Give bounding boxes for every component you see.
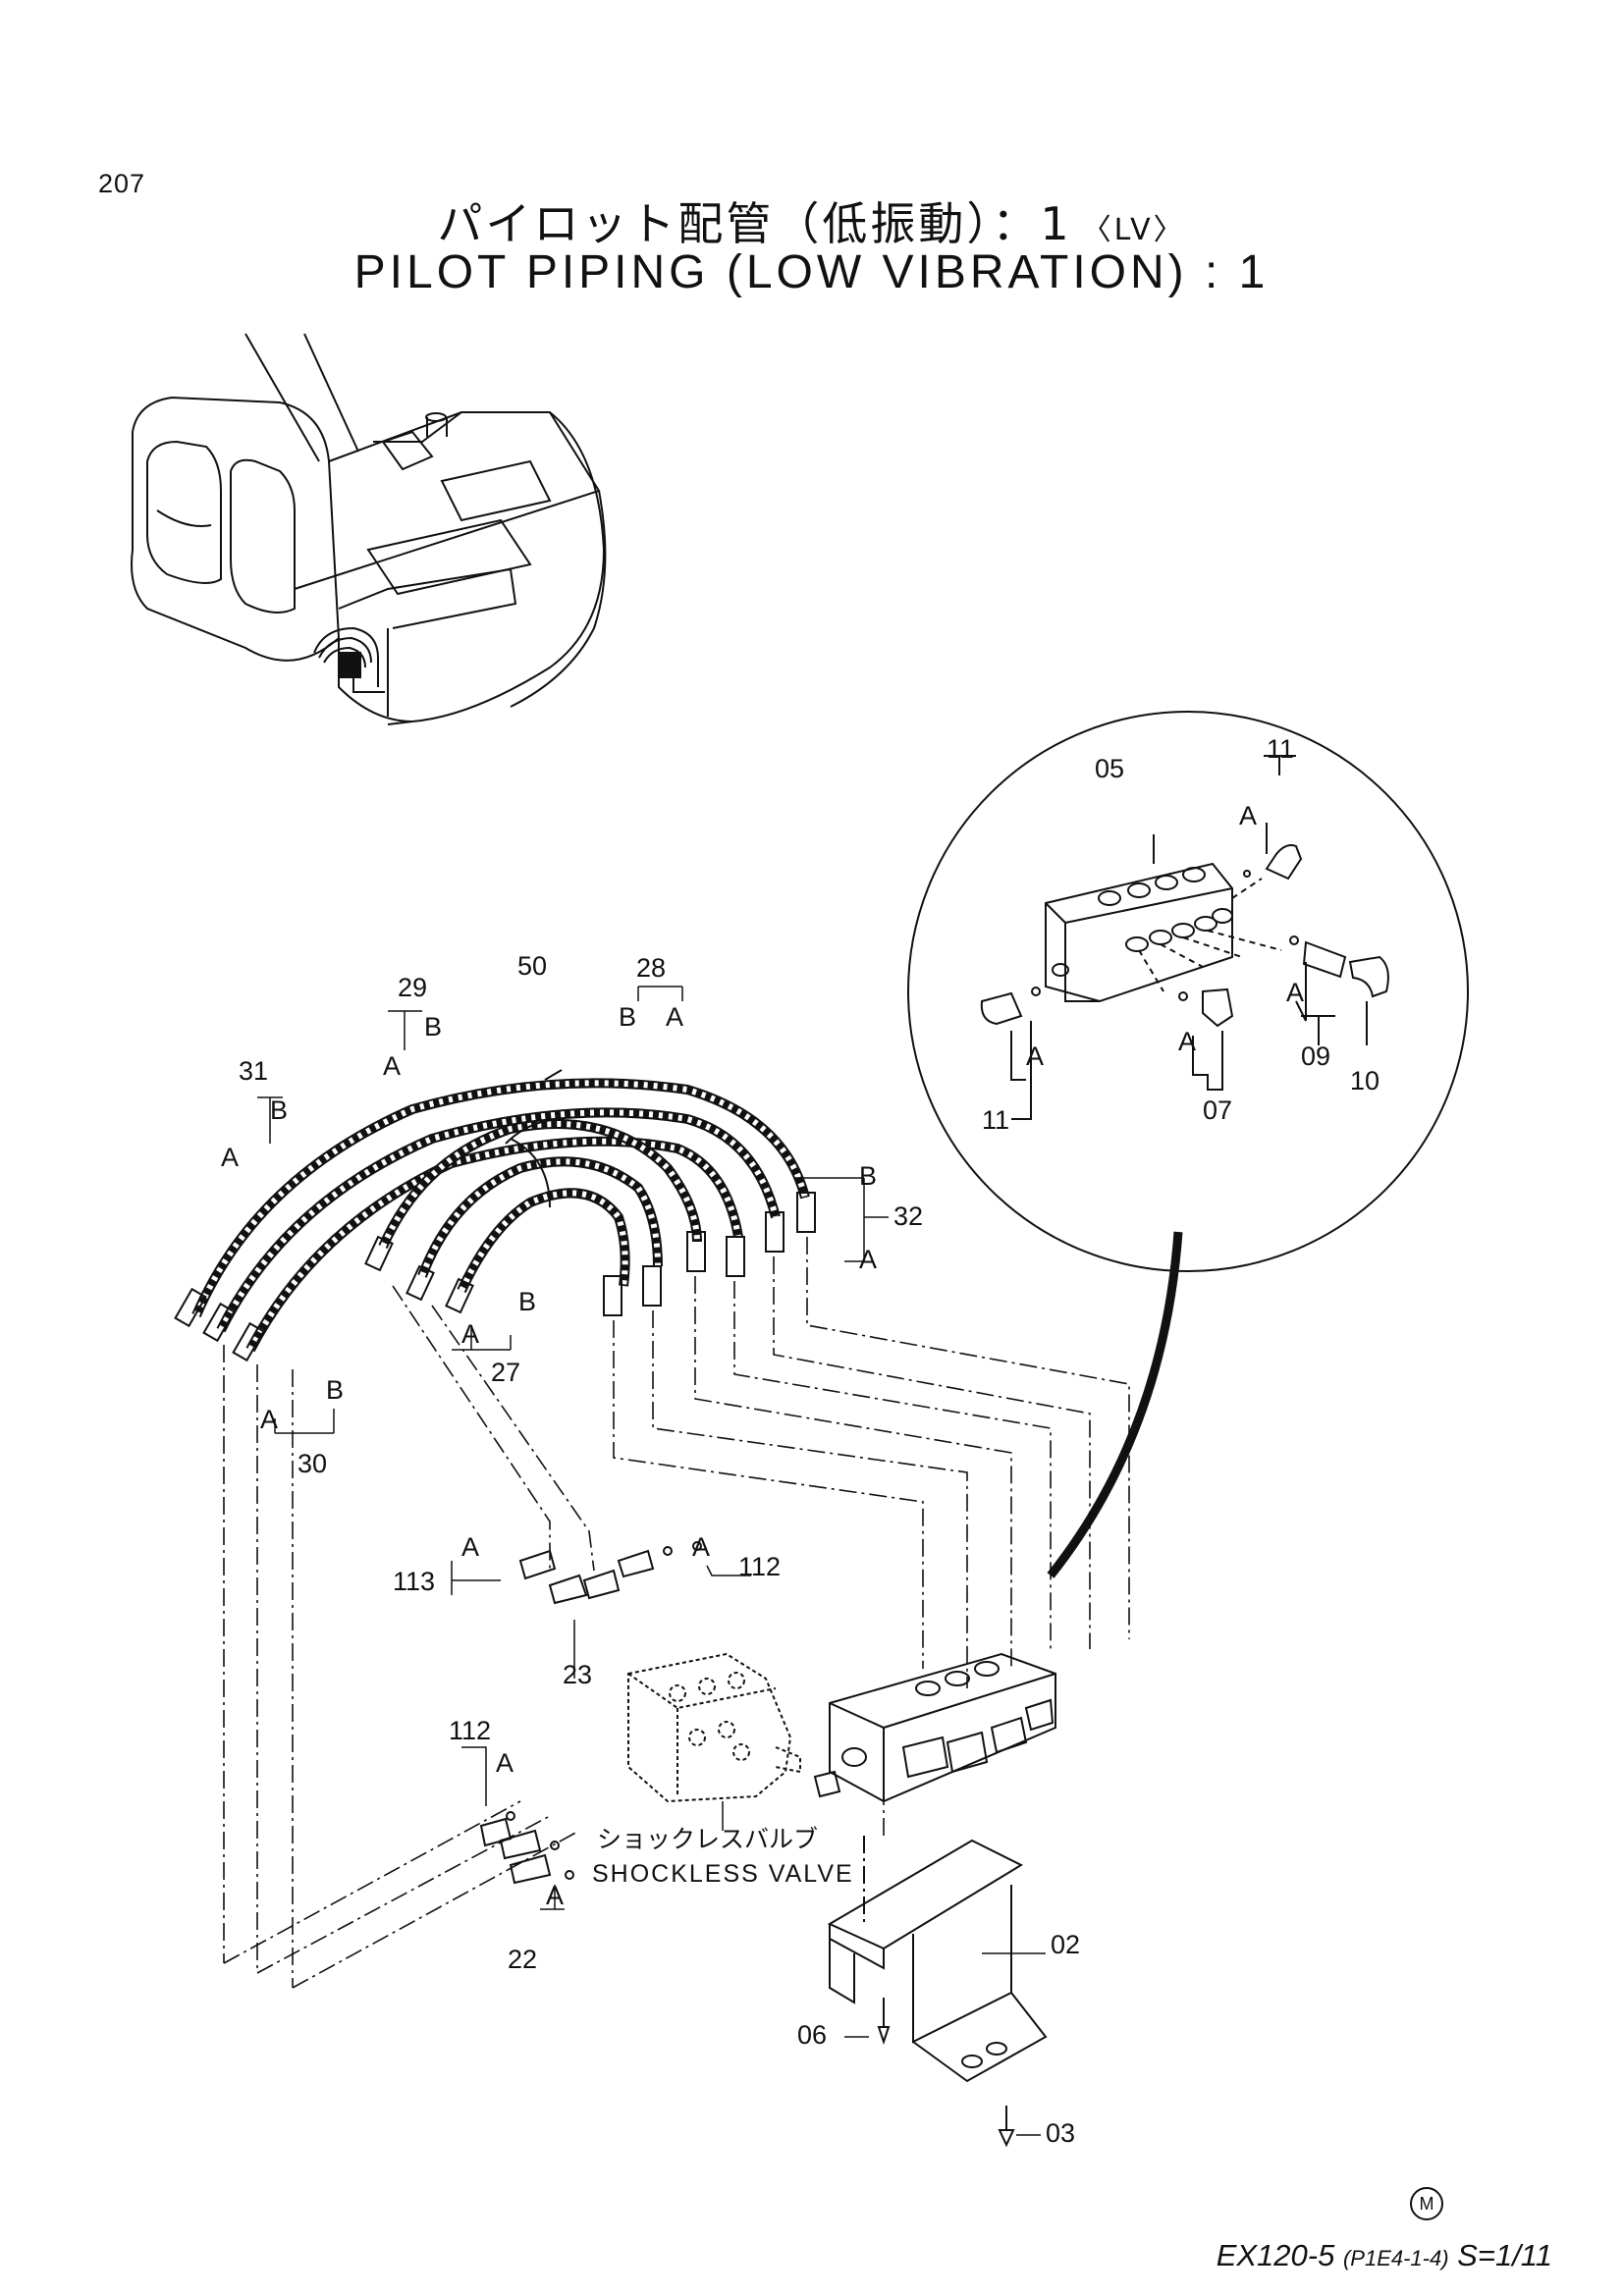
title-japanese: パイロット配管（低振動）：1 〈LV〉: [0, 188, 1623, 253]
label-07: 07: [1203, 1095, 1232, 1125]
marker-a: A: [496, 1748, 514, 1778]
shockless-valve-label-ja: ショックレスバルブ: [597, 1825, 818, 1853]
label-11-upper: 11: [1267, 734, 1294, 764]
label-11-lower: 11: [982, 1105, 1009, 1135]
label-28: 28: [636, 953, 666, 983]
marker-a: A: [383, 1051, 401, 1081]
main-valve-block: [813, 1652, 1056, 1803]
scale: S=1/11: [1457, 2238, 1552, 2272]
page-number: 207: [98, 169, 146, 198]
label-09: 09: [1301, 1041, 1330, 1071]
label-02: 02: [1051, 1930, 1080, 1959]
marker-a: A: [546, 1881, 564, 1910]
footer-model-info: EX120-5 (P1E4-1-4) S=1/11: [1217, 2238, 1552, 2273]
label-32: 32: [893, 1201, 923, 1231]
marker-a: A: [666, 1002, 683, 1032]
detail-magnified-view: [907, 711, 1469, 1578]
label-50: 50: [517, 951, 547, 981]
model-code: (P1E4-1-4): [1342, 2246, 1449, 2270]
label-112-lower: 112: [449, 1716, 491, 1745]
marker-a: A: [1178, 1027, 1196, 1056]
label-03: 03: [1046, 2118, 1075, 2148]
excavator-overview-illustration: [131, 333, 607, 725]
marker-b: B: [270, 1095, 288, 1125]
label-05: 05: [1095, 754, 1124, 783]
part-labels: 05 11 11 07 09 10 29 50 28 31 32 27 30 1…: [221, 734, 1380, 2148]
marker-a: A: [461, 1532, 479, 1562]
label-113: 113: [393, 1567, 435, 1596]
marker-a: A: [1239, 801, 1257, 830]
label-27: 27: [491, 1358, 520, 1387]
marker-b: B: [424, 1012, 442, 1041]
shockless-valve-label-en: SHOCKLESS VALVE: [592, 1860, 854, 1888]
label-brackets: [257, 986, 1046, 2136]
shockless-valve: [627, 1652, 801, 1803]
title-japanese-text: パイロット配管（低振動）：1: [437, 197, 1072, 250]
title-english: PILOT PIPING (LOW VIBRATION) : 1: [353, 246, 1270, 298]
marker-a: A: [221, 1143, 239, 1172]
marker-a: A: [1026, 1041, 1044, 1071]
label-30: 30: [298, 1449, 327, 1478]
label-10: 10: [1350, 1066, 1380, 1095]
label-06: 06: [797, 2020, 827, 2050]
marker-b: B: [619, 1002, 636, 1032]
label-112-upper: 112: [738, 1552, 781, 1581]
marker-b: B: [859, 1161, 877, 1191]
marker-a: A: [260, 1405, 278, 1434]
label-31: 31: [239, 1056, 268, 1086]
marker-a: A: [859, 1245, 877, 1274]
label-23: 23: [563, 1660, 592, 1689]
lv-tag: 〈LV〉: [1081, 213, 1186, 247]
model-name: EX120-5: [1216, 2238, 1335, 2272]
label-22: 22: [508, 1945, 537, 1974]
label-29: 29: [398, 973, 427, 1002]
circled-m-mark: M: [1410, 2187, 1443, 2220]
marker-a: A: [692, 1532, 710, 1562]
marker-a: A: [1286, 978, 1304, 1007]
bracket-02: [827, 1836, 1048, 2148]
hose-bundle: [174, 1069, 816, 1362]
fittings: [479, 1541, 702, 1885]
marker-a: A: [461, 1319, 479, 1349]
marker-b: B: [326, 1375, 344, 1405]
marker-b: B: [518, 1287, 536, 1316]
routing-lines: [223, 1237, 1130, 1989]
